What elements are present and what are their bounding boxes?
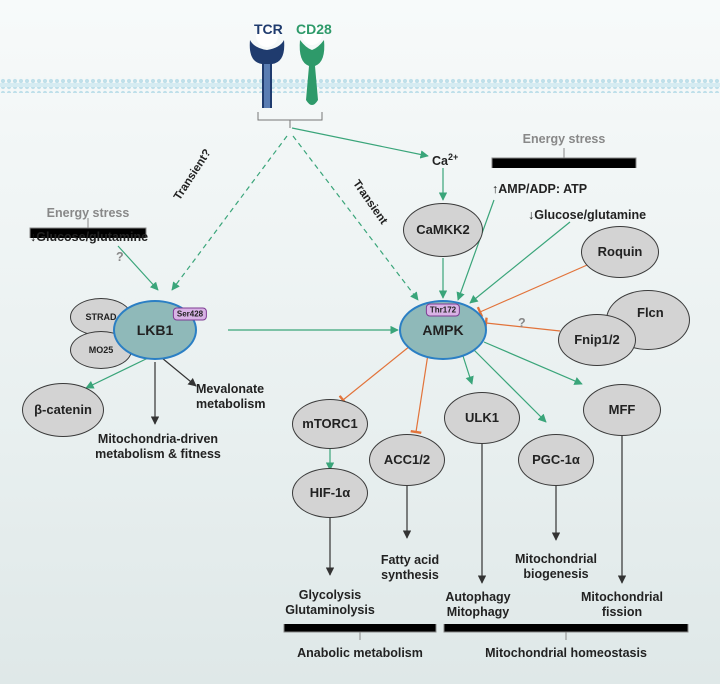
tcr-label: TCR xyxy=(254,21,283,37)
fnip-node: Fnip1/2 xyxy=(558,314,636,366)
glucose-right-label: ↓Glucose/glutamine xyxy=(528,208,647,222)
mito-driven-label: Mitochondria-driven metabolism & fitness xyxy=(95,432,221,461)
cell-membrane xyxy=(0,77,720,93)
autophagy-label: Autophagy Mitophagy xyxy=(445,590,511,619)
calcium-charge: 2+ xyxy=(447,152,459,162)
energy-stress-right: Energy stress xyxy=(522,132,606,146)
cd28-label: CD28 xyxy=(296,21,332,37)
acc-node: ACC1/2 xyxy=(369,434,445,486)
mito-fission-label: Mitochondrial fission xyxy=(581,590,663,619)
beta-catenin-node: β-catenin xyxy=(22,383,104,437)
mff-node: MFF xyxy=(583,384,661,436)
ulk1-node: ULK1 xyxy=(444,392,520,444)
camkk2-node: CaMKK2 xyxy=(403,203,483,257)
tcr-receptor-icon xyxy=(249,25,285,108)
question-left: ? xyxy=(116,250,124,264)
thr172-tag: Thr172 xyxy=(425,303,461,317)
homeostasis-label: Mitochondrial homeostasis xyxy=(485,646,647,660)
fatty-acid-label: Fatty acid synthesis xyxy=(380,553,440,582)
mito-biogenesis-label: Mitochondrial biogenesis xyxy=(515,552,597,581)
mevalonate-label: Mevalonate metabolism xyxy=(196,382,266,411)
roquin-node: Roquin xyxy=(581,226,659,278)
flcn-label: Flcn xyxy=(637,305,664,320)
ser428-tag: Ser428 xyxy=(172,307,208,321)
glycolysis-label: Glycolysis Glutaminolysis xyxy=(285,588,375,617)
anabolic-label: Anabolic metabolism xyxy=(297,646,423,660)
question-right: ? xyxy=(518,316,526,330)
calcium-text: Ca xyxy=(432,154,448,169)
pgc1a-node: PGC-1α xyxy=(518,434,594,486)
mtorc1-node: mTORC1 xyxy=(292,399,368,449)
energy-stress-left: Energy stress xyxy=(46,206,130,220)
calcium-label: Ca2+ xyxy=(432,150,458,169)
glucose-left-label: ↓Glucose/glutamine xyxy=(30,230,149,244)
amp-ratio-label: ↑AMP/ADP: ATP xyxy=(492,182,588,196)
cd28-receptor-icon xyxy=(299,25,325,105)
hif1a-node: HIF-1α xyxy=(292,468,368,518)
